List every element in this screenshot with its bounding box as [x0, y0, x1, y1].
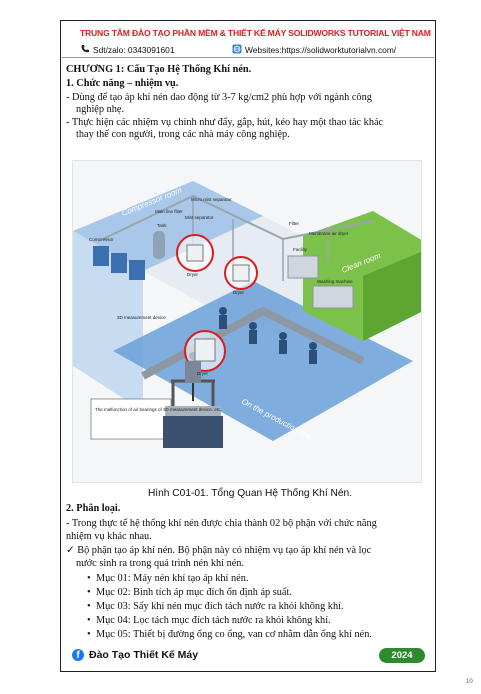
- header-divider: [62, 57, 434, 58]
- air-pipe-drops: [192, 196, 329, 281]
- header-title: TRUNG TÂM ĐÀO TẠO PHẦN MỀM & THIẾT KẾ MÁ…: [80, 28, 431, 38]
- label-washing-machine: Washing machine: [317, 279, 353, 284]
- page-footer: f Đào Tạo Thiết Kế Máy 2024: [62, 646, 434, 666]
- label-compressor: Compressor: [89, 237, 114, 242]
- facebook-icon[interactable]: f: [72, 649, 84, 661]
- measurement-device-machine: [163, 361, 223, 448]
- label-main-line-filter: Main line filter: [155, 209, 183, 214]
- air-tank: [153, 231, 165, 259]
- header-website-text: Websites:https://solidworktutorialvn.com…: [245, 45, 397, 55]
- section2-intro-line: - Trong thực tế hệ thống khí nén được ch…: [66, 518, 377, 529]
- label-dryer: Dryer: [187, 272, 199, 277]
- list-item: Mục 05: Thiết bị đường ống co ống, van c…: [87, 629, 372, 642]
- section1-line: - Dùng để tạo áp khí nén dao động từ 3-7…: [66, 92, 372, 103]
- page-number: 10: [466, 679, 473, 685]
- list-item: Mục 01: Máy nén khí tạo áp khí nén.: [87, 573, 248, 586]
- label-tank: Tank: [157, 223, 167, 228]
- compressor-room-wall: [73, 231, 143, 411]
- clean-room-side: [363, 251, 421, 341]
- header-phone-text: Sdt/zalo: 0343091601: [93, 45, 175, 55]
- label-dryer: Dryer: [233, 290, 245, 295]
- dryer-unit: [186, 244, 204, 262]
- page-border: [60, 20, 436, 672]
- label-facility: Facility: [293, 247, 308, 252]
- header-website[interactable]: Websites:https://solidworktutorialvn.com…: [232, 44, 396, 55]
- label-mist-separator: Mist separator: [185, 215, 214, 220]
- year-badge: 2024: [379, 648, 425, 663]
- compressor-units: [93, 246, 145, 280]
- label-micro-mist-separator: Micro mist separator: [191, 197, 232, 202]
- pneumatic-system-figure: Compressor room Clean room On the produc…: [72, 160, 422, 483]
- section2-part-text: ✓ Bộ phận tạo áp khí nén. Bộ phận này có…: [66, 545, 372, 556]
- dryer-unit: [232, 264, 250, 282]
- label-dryer: Dryer: [197, 371, 209, 376]
- section1-line: nghiệp nhẹ.: [76, 104, 125, 115]
- facebook-link[interactable]: Đào Tạo Thiết Kế Máy: [89, 649, 199, 661]
- section1-line: thay thế con người, trong các nhà máy cô…: [76, 129, 290, 140]
- section2-part-line: nước sinh ra trong quá trình nén khí nén…: [76, 558, 245, 569]
- list-item: Mục 02: Bình tích áp mục đích ổn định áp…: [87, 587, 292, 600]
- label-filter: Filter: [289, 221, 300, 226]
- section2-part-line: ✓ Bộ phận tạo áp khí nén. Bộ phận này có…: [66, 545, 434, 558]
- callout-text: The malfunction of air bearings of 3D me…: [95, 407, 222, 412]
- label-membrane-air-dryer: Membrane air dryer: [309, 231, 349, 236]
- washing-machine: [312, 285, 354, 309]
- section1-heading: 1. Chức năng – nhiệm vụ.: [66, 78, 179, 89]
- section2-intro-line: nhiệm vụ khác nhau.: [66, 531, 152, 542]
- compressor-room-floor: [73, 181, 263, 271]
- label-3d-measurement-device: 3D measurement device: [117, 315, 166, 320]
- section2-heading: 2. Phân loại.: [66, 503, 121, 514]
- dryer-unit: [194, 338, 216, 362]
- chapter-title: CHƯƠNG 1: Cấu Tạo Hệ Thống Khí nén.: [66, 64, 252, 75]
- header-phone: Sdt/zalo: 0343091601: [80, 44, 175, 55]
- list-item: Mục 04: Lọc tách mục đích tách nước ra k…: [87, 615, 331, 628]
- production-line-floor: [113, 281, 413, 441]
- phone-icon: [81, 45, 89, 53]
- factory-illustration: Compressor room Clean room On the produc…: [73, 181, 421, 448]
- figure-caption: Hình C01-01. Tổng Quan Hệ Thống Khí Nén.: [147, 488, 353, 499]
- globe-icon: [232, 44, 242, 54]
- callout-box: [90, 398, 172, 440]
- conveyor-belt: [141, 306, 365, 380]
- facility-machine: [287, 255, 319, 279]
- list-item: Mục 03: Sấy khí nén mục đích tách nước r…: [87, 601, 344, 614]
- section1-line: - Thực hiện các nhiệm vụ chính như đẩy, …: [66, 117, 384, 128]
